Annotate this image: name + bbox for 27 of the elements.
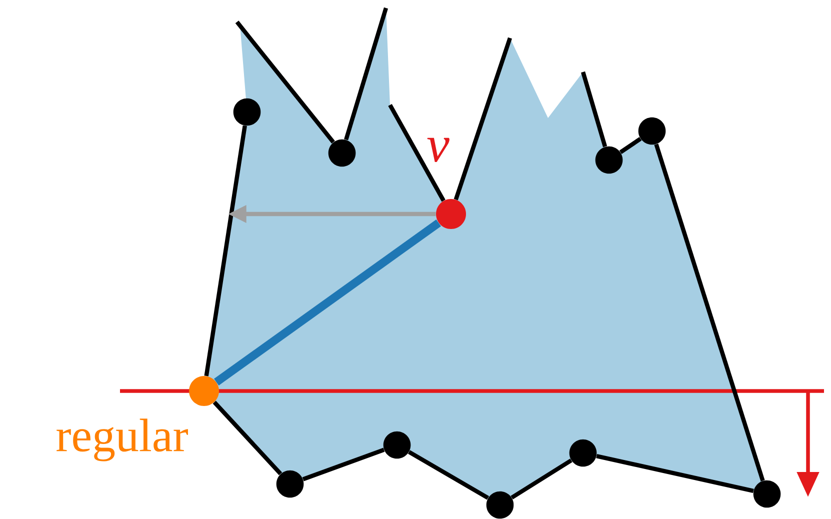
vertex-dot [383, 431, 411, 459]
vertex-label: v [427, 138, 450, 162]
polygon-edge [454, 37, 512, 200]
vertex-dot [436, 199, 466, 229]
polygon-edge [580, 71, 608, 148]
polygon-edge [596, 454, 754, 494]
vertex-dot [328, 139, 356, 167]
polygon-edge [344, 7, 388, 140]
vertex-dot [753, 480, 781, 508]
vertex-dot [276, 470, 304, 498]
vertex-dot [638, 117, 666, 145]
polygon-edge [408, 450, 490, 500]
polygon-edge [510, 458, 572, 500]
polygon-edge [388, 104, 446, 202]
polygon-edge [302, 448, 385, 482]
polygon-edge [212, 400, 282, 476]
vertex-label: regular [56, 418, 188, 462]
vertex-dot [486, 491, 514, 519]
polygon-edge [204, 125, 247, 376]
vertex-dot [595, 146, 623, 174]
polygon-edge [654, 144, 765, 482]
vertex-dot [569, 439, 597, 467]
diagonal-line [214, 220, 442, 386]
vertex-dot [233, 98, 261, 126]
polygon-edge [619, 137, 642, 154]
polygon-edge [235, 20, 335, 144]
vertex-dot [189, 376, 219, 406]
